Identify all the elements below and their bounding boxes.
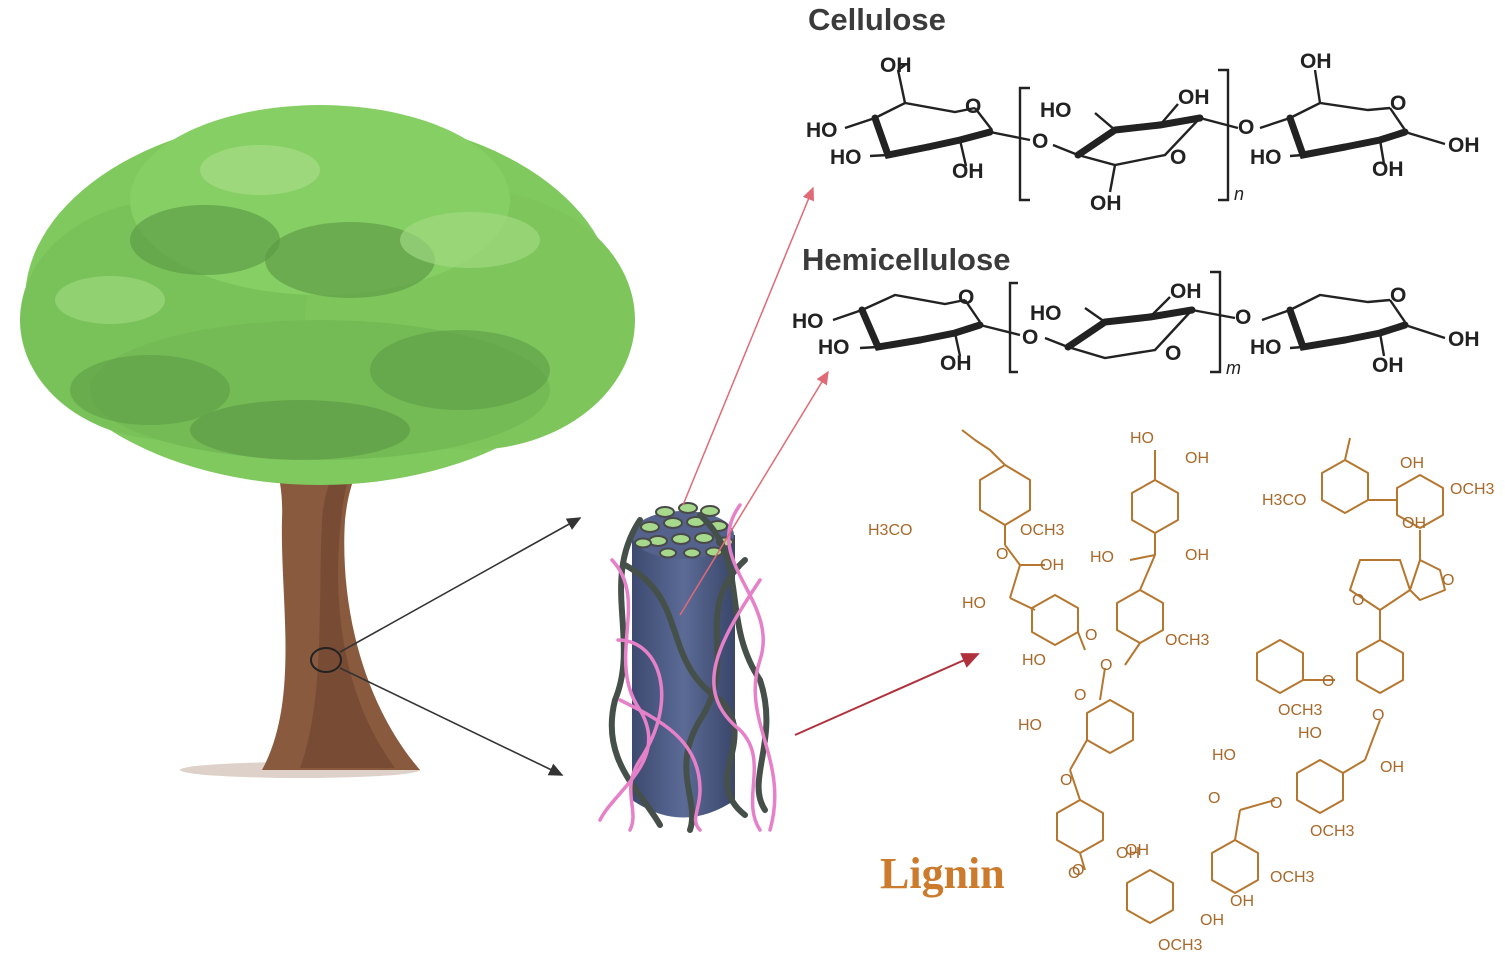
chem-label: OH [1380,759,1404,776]
chem-label: OH [1170,280,1202,303]
chem-label: O [1322,673,1334,690]
chem-label: OH [1400,455,1424,472]
chem-label: OCH3 [1270,869,1315,886]
chem-label: OH [1448,328,1480,351]
chem-label: O [1085,627,1097,644]
chem-label: H3CO [868,522,912,539]
arrow-fibril-to-hemicellulose [679,370,829,616]
chem-label: HO [1040,99,1072,122]
chem-label: OH [1200,912,1224,929]
chem-label: OH [880,54,912,77]
chem-label: O [1074,687,1086,704]
chem-label: OH [940,352,972,375]
tree-trunk-shade [300,440,395,768]
chem-label: HO [1298,725,1322,742]
chem-label: HO [1130,430,1154,447]
chem-label: O [1390,92,1406,115]
chem-label: OH [1185,450,1209,467]
chem-label: OCH3 [1158,937,1203,954]
chem-label: O [965,95,981,118]
arrow-fibril-to-cellulose [682,186,814,506]
chem-label: OH [1185,547,1209,564]
chem-label: HO [830,146,862,169]
chem-label: O [1235,306,1251,329]
chem-label: O [1352,592,1364,609]
chem-label: O [1390,284,1406,307]
chem-label: OH [1300,50,1332,73]
chem-label: n [1234,184,1244,204]
chem-label: O [1372,707,1384,724]
chem-label: OCH3 [1450,481,1495,498]
arrow-trunk-to-fibril-upper [339,517,582,653]
hemicellulose-structure: HO HO OH O O m HO OH O O HO OH OH O O [792,270,1480,378]
chem-label: OCH3 [1310,823,1355,840]
chem-label: O [1442,572,1454,589]
chem-label: HO [1090,549,1114,566]
chem-label: OH [1178,86,1210,109]
chem-label: O [1165,342,1181,365]
chem-label: OH [1090,192,1122,215]
chem-label: O [1270,795,1282,812]
chem-label: OH [1116,845,1140,862]
chem-label: O [1022,326,1038,349]
chem-label: HO [1250,146,1282,169]
lignin-structure: H3CO OCH3 O OH HO O HO OH HO OH OCH3 O H… [868,429,1495,954]
chem-label: HO [1018,717,1042,734]
chem-label: OH [1448,134,1480,157]
chem-label: O [1170,146,1186,169]
chem-label: HO [792,310,824,333]
chem-label: HO [1212,747,1236,764]
chem-label: H3CO [1262,492,1306,509]
chem-label: OCH3 [1165,632,1210,649]
chem-label: OH [1372,354,1404,377]
chem-label: OH [1230,893,1254,910]
tree-illustration [20,105,635,778]
chem-label: HO [962,595,986,612]
chem-label: OH [1402,515,1426,532]
lignin-title: Lignin [880,849,1005,898]
arrow-fibril-to-lignin [794,653,980,736]
arrow-trunk-to-fibril-lower [339,667,564,776]
trunk-magnify-circle [310,647,342,673]
chem-label: O [996,546,1008,563]
chem-label: O [958,286,974,309]
chem-label: O [1208,790,1220,807]
chem-label: OH [1125,842,1149,859]
chem-label: O [1032,130,1048,153]
chem-label: OCH3 [1278,702,1323,719]
lignin-strands [598,503,777,832]
chem-label: O [1060,772,1072,789]
cellulose-structure: OH HO HO OH O O n HO OH O OH O OH H [806,50,1480,215]
cellulose-title: Cellulose [808,2,946,37]
chem-label: OCH3 [1020,522,1065,539]
chem-label: OH [1040,557,1064,574]
chem-label: HO [806,119,838,142]
chem-label: O [1068,865,1080,882]
chem-label: m [1226,358,1241,378]
chem-label: O [1100,657,1112,674]
tree-canopy [20,105,635,485]
hemicellulose-title: Hemicellulose [802,242,1010,277]
chem-label: HO [1250,336,1282,359]
chem-label: O [1072,862,1084,879]
chem-label: HO [1022,652,1046,669]
chem-label: O [1238,116,1254,139]
chem-label: HO [818,336,850,359]
chem-label: OH [1372,158,1404,181]
chem-label: HO [1030,302,1062,325]
cellulose-fibril-bundle [598,502,777,833]
chem-label: OH [952,160,984,183]
